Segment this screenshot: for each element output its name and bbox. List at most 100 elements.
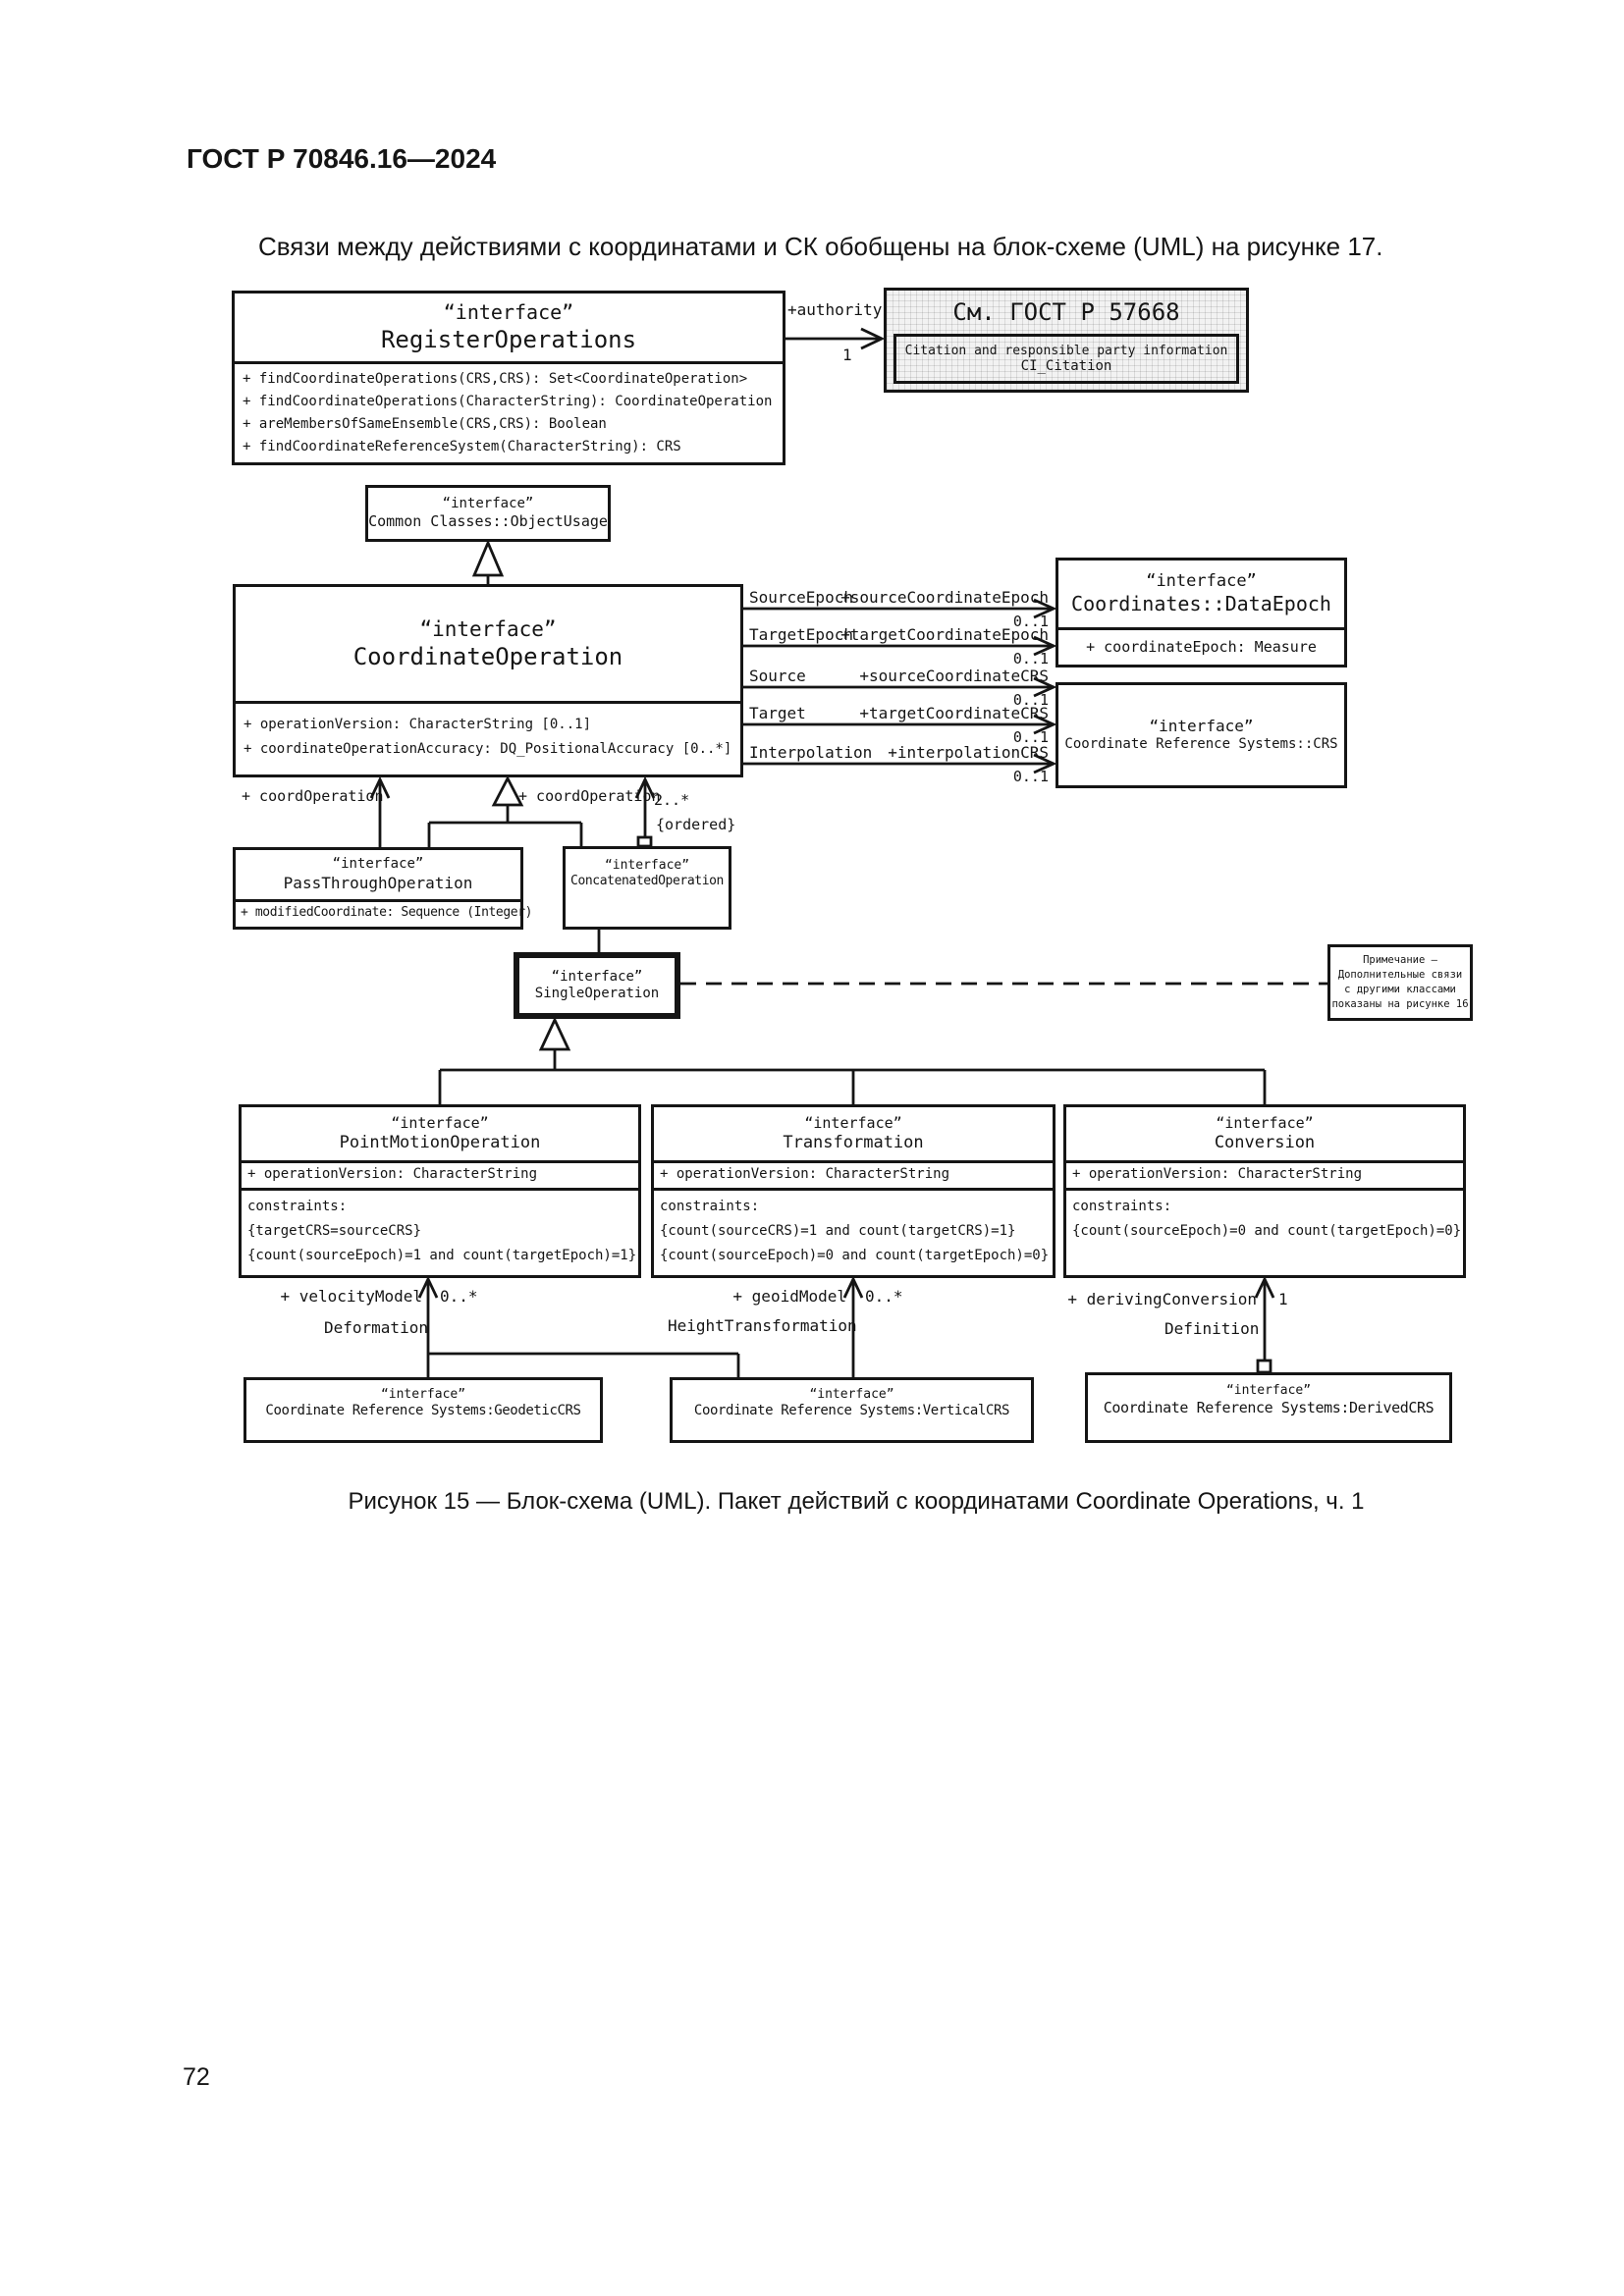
class-vertical-crs: “interface” Coordinate Reference Systems… [670, 1377, 1034, 1443]
assoc-name-label: TargetEpoch [749, 625, 853, 644]
class-name: Common Classes::ObjectUsage [368, 512, 608, 531]
class-crs: “interface” Coordinate Reference Systems… [1056, 682, 1347, 788]
attribute: + operationVersion: CharacterString [0..… [244, 717, 592, 732]
assoc-name-label: Source [749, 667, 806, 685]
constraints-compartment: constraints: {targetCRS=sourceCRS} {coun… [242, 1188, 638, 1275]
attributes-compartment: + operationVersion: CharacterString [654, 1160, 1053, 1188]
derivingconversion-role-label: + derivingConversion [1067, 1290, 1257, 1308]
derivingconversion-mult-label: 1 [1278, 1290, 1288, 1308]
method: + findCoordinateOperations(CharacterStri… [243, 394, 773, 409]
class-name: Coordinates::DataEpoch [1071, 592, 1331, 616]
deformation-assoc-label: Deformation [324, 1318, 428, 1337]
objectusage-generalization [471, 539, 505, 585]
stereotype: “interface” [604, 858, 690, 873]
constraint: {count(sourceEpoch)=0 and count(targetEp… [660, 1248, 1050, 1263]
attributes-compartment: + operationVersion: CharacterString [242, 1160, 638, 1188]
class-name: Coordinate Reference Systems::CRS [1064, 736, 1338, 753]
constraint: constraints: [660, 1199, 760, 1214]
stereotype: “interface” [551, 968, 643, 985]
stereotype: “interface” [442, 495, 534, 511]
assoc-name-label: Interpolation [749, 743, 873, 762]
class-name: PassThroughOperation [283, 873, 473, 892]
definition-assoc-label: Definition [1164, 1319, 1260, 1338]
assoc-mult-label: 0..1 [1012, 613, 1049, 630]
attribute: + coordinateOperationAccuracy: DQ_Positi… [244, 741, 732, 757]
attributes-compartment: + coordinateEpoch: Measure [1058, 627, 1344, 665]
class-gost-reference: См. ГОСТ Р 57668 Citation and responsibl… [884, 288, 1249, 393]
constraint: constraints: [247, 1199, 348, 1214]
authority-role-label: +authority [787, 300, 883, 319]
class-register-operations: “interface” RegisterOperations + findCoo… [232, 291, 785, 465]
attribute: + coordinateEpoch: Measure [1086, 638, 1317, 657]
page-number: 72 [183, 2063, 210, 2091]
assoc-role-label: +sourceCoordinateEpoch [840, 588, 1049, 607]
stereotype: “interface” [1149, 717, 1254, 736]
stereotype: “interface” [809, 1387, 894, 1402]
stereotype: “interface” [419, 616, 557, 641]
stereotype: “interface” [443, 300, 574, 324]
derivingconversion-association [1254, 1275, 1275, 1374]
class-pass-through-operation: “interface” PassThroughOperation + modif… [233, 847, 532, 930]
stereotype: “interface” [391, 1114, 489, 1132]
class-name: Coordinate Reference Systems:VerticalCRS [693, 1403, 1010, 1419]
stereotype: “interface” [1225, 1383, 1312, 1398]
constraint: {count(sourceEpoch)=1 and count(targetEp… [247, 1248, 637, 1263]
class-data-epoch: “interface” Coordinates::DataEpoch + coo… [1056, 558, 1347, 667]
note-line: с другими классами [1344, 984, 1456, 995]
gost-inner-box: Citation and responsible party informati… [893, 334, 1239, 384]
class-geodetic-crs: “interface” Coordinate Reference Systems… [244, 1377, 603, 1443]
page-header: ГОСТ Р 70846.16—2024 [187, 143, 497, 174]
method: + findCoordinateReferenceSystem(Characte… [243, 439, 681, 454]
coordoperation-left-role-label: + coordOperation [242, 787, 384, 805]
constraints-compartment: constraints: {count(sourceCRS)=1 and cou… [654, 1188, 1053, 1275]
note-line: Примечание — [1363, 954, 1437, 966]
attribute: + operationVersion: CharacterString [247, 1166, 538, 1182]
class-name: CoordinateOperation [352, 643, 623, 671]
heighttransformation-assoc-label: HeightTransformation [668, 1316, 857, 1335]
method: + areMembersOfSameEnsemble(CRS,CRS): Boo… [243, 416, 607, 432]
geoidmodel-mult-label: 0..* [865, 1287, 903, 1306]
constraint: {targetCRS=sourceCRS} [247, 1223, 422, 1239]
class-name: Transformation [783, 1132, 924, 1152]
gost-line: CI_Citation [1020, 358, 1112, 374]
coordinateoperation-generalization [427, 774, 583, 847]
coordoperation-right-mult-label: 2..* [654, 791, 690, 809]
constraint: {count(sourceEpoch)=0 and count(targetEp… [1072, 1223, 1462, 1239]
class-name: SingleOperation [534, 986, 660, 1001]
class-single-operation: “interface” SingleOperation [514, 952, 680, 1019]
authority-association-line [785, 327, 886, 350]
class-point-motion-operation: “interface” PointMotionOperation + opera… [239, 1104, 641, 1278]
class-name: Coordinate Reference Systems:GeodeticCRS [265, 1403, 581, 1419]
note-box: Примечание — Дополнительные связи с друг… [1327, 944, 1473, 1021]
class-object-usage: “interface” Common Classes::ObjectUsage [365, 485, 611, 542]
attributes-compartment: + operationVersion: CharacterString [0..… [236, 701, 740, 774]
stereotype: “interface” [1216, 1114, 1314, 1132]
assoc-role-label: +targetCoordinateCRS [859, 704, 1049, 722]
class-name: PointMotionOperation [339, 1132, 541, 1152]
velocitymodel-association [417, 1275, 740, 1377]
gost-line: Citation and responsible party informati… [904, 344, 1228, 358]
class-transformation: “interface” Transformation + operationVe… [651, 1104, 1056, 1278]
assoc-mult-label: 0..1 [1012, 691, 1049, 709]
intro-paragraph: Связи между действиями с координатами и … [258, 232, 1383, 261]
velocitymodel-mult-label: 0..* [440, 1287, 478, 1306]
authority-mult-label: 1 [842, 346, 852, 364]
coordoperation-right-role-label: + coordOperation [518, 787, 661, 805]
constraint: constraints: [1072, 1199, 1172, 1214]
class-name: RegisterOperations [380, 326, 637, 353]
class-concatenated-operation: “interface” ConcatenatedOperation [563, 846, 731, 930]
constraints-compartment: constraints: {count(sourceEpoch)=0 and c… [1066, 1188, 1463, 1275]
stereotype: “interface” [1146, 570, 1257, 591]
figure-caption: Рисунок 15 — Блок-схема (UML). Пакет дей… [348, 1488, 1365, 1515]
singleoperation-generalization [438, 1016, 1267, 1104]
stereotype: “interface” [804, 1114, 902, 1132]
note-line: показаны на рисунке 16 [1331, 998, 1469, 1010]
stereotype: “interface” [332, 856, 424, 873]
attribute: + operationVersion: CharacterString [660, 1166, 950, 1182]
stereotype: “interface” [380, 1387, 466, 1402]
geoidmodel-association [842, 1275, 864, 1377]
class-derived-crs: “interface” Coordinate Reference Systems… [1085, 1372, 1452, 1443]
method: + findCoordinateOperations(CRS,CRS): Set… [243, 371, 748, 387]
